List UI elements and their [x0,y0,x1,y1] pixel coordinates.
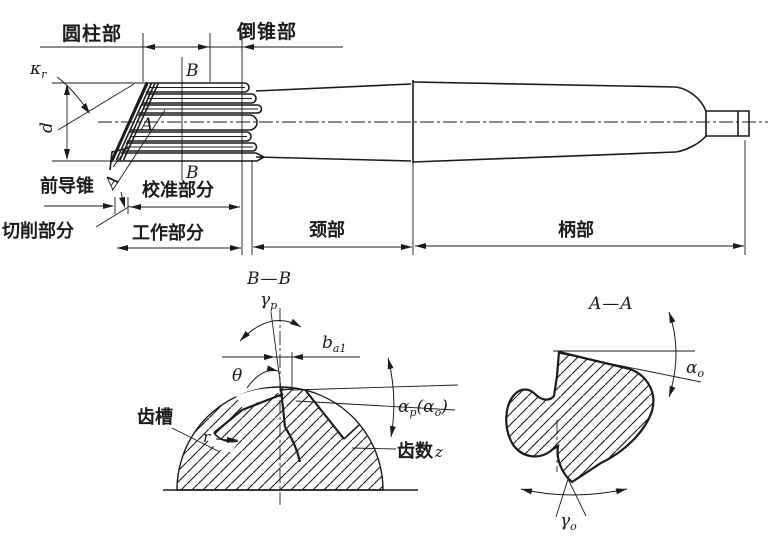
label-section-a-rotated: A [100,171,125,194]
chamfer-angle-line [57,83,135,131]
label-shank-part: 柄部 [558,219,594,240]
main-view: 圆柱部 倒锥部 κr d [2,20,768,255]
section-trace-b: B B [181,57,199,183]
top-dimensions: 圆柱部 倒锥部 [40,20,343,255]
label-theta: θ [232,366,242,386]
label-back-taper-part: 倒锥部 [236,20,297,43]
label-gamma-o: γo [560,511,577,533]
label-fillet-r: r [203,428,211,446]
aa-clearance-angle: αo [553,311,704,398]
shank-outline [412,80,750,163]
bb-fillet-r: r [203,428,238,446]
label-section-b-top: B [185,61,199,81]
bb-rake-angle: γp [239,290,302,342]
front-guide-tip [109,147,129,171]
label-cylindrical-part: 圆柱部 [62,22,122,45]
bb-theta-angle: θ [232,365,279,389]
section-bb-title: B—B [246,269,292,289]
section-aa-view: A—A αo γo [505,294,704,533]
section-bb-view: B—B ba1 [137,269,459,505]
label-b-a1: ba1 [322,333,346,355]
bb-tooth-edges [213,311,360,463]
label-working-part: 工作部分 [132,222,204,243]
label-cutting-part: 切削部分 [2,220,74,241]
label-calibration-part: 校准部分 [142,179,214,200]
label-diameter-d: d [37,122,57,133]
bb-land-width-dimension: ba1 [222,333,360,388]
neck-outline [255,83,412,162]
label-front-guide-cone: 前导锥 [40,175,94,196]
label-gamma-p: γp [260,290,277,312]
label-neck-part: 颈部 [308,219,345,240]
label-kappa-r: κr [29,59,47,81]
reamer-head [109,81,266,171]
tang [705,110,750,137]
aa-tooth-body [505,350,655,484]
aa-rake-angle: γo [520,478,628,533]
bottom-dimensions: 前导锥 校准部分 切削部分 工作部分 颈部 柄部 [2,140,746,255]
label-alpha-o: αo [686,358,704,380]
label-alpha-p-alpha-o: αp(αo) [398,397,448,419]
label-tooth-gullet: 齿槽 [137,406,173,427]
label-section-a-on-head: A [139,115,153,135]
bb-gullet-label: 齿槽 [137,406,221,453]
label-section-b-bottom: B [185,163,199,183]
section-aa-title: A—A [587,294,634,314]
lead-angle-annotation: κr [29,59,135,131]
bb-relief-angle: αp(αo) [291,357,459,438]
